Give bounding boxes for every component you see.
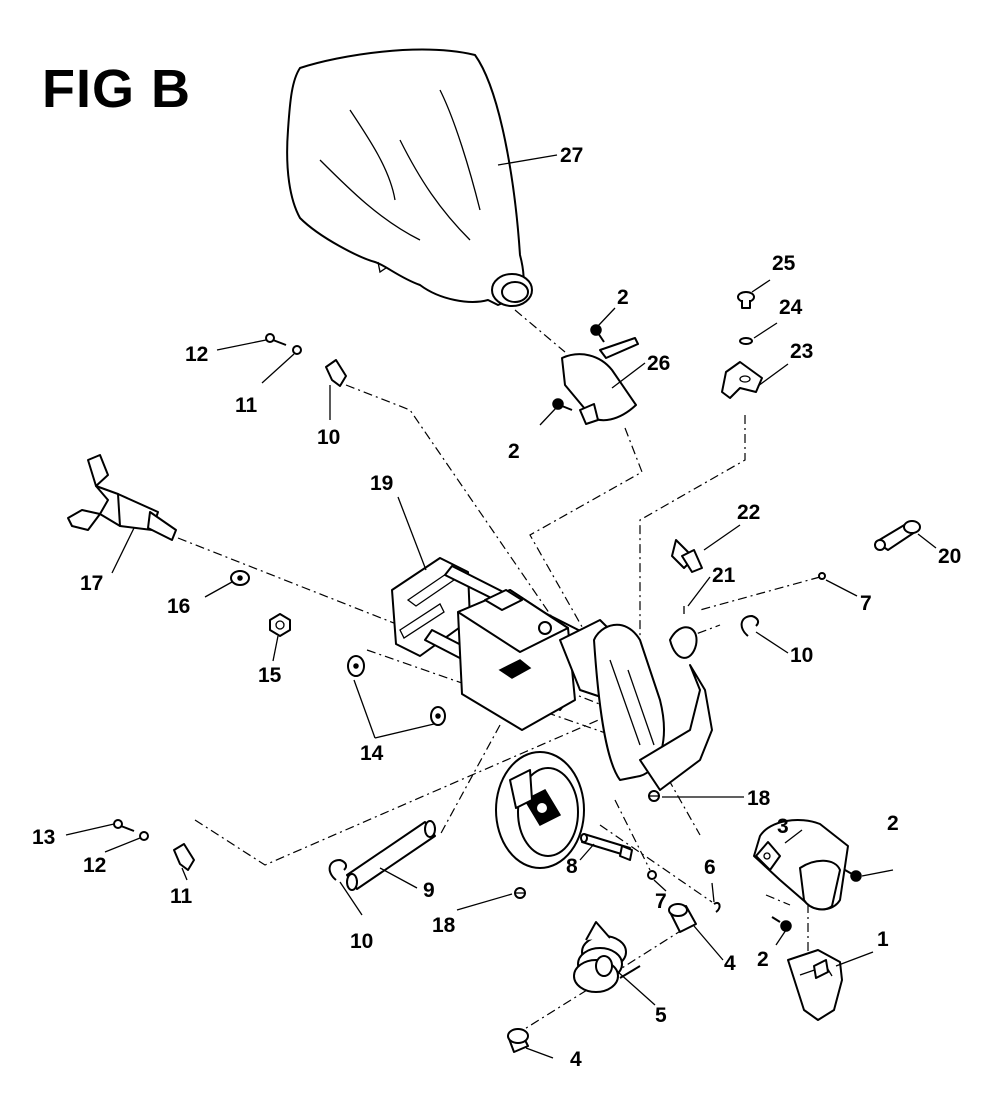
part-12-washer-upper	[292, 345, 302, 355]
callout-17: 17	[80, 572, 103, 595]
callout-18: 18	[747, 787, 771, 810]
part-26-dust-adapter	[561, 337, 639, 425]
part-2-screw-right	[844, 869, 862, 882]
part-3-cover	[753, 819, 849, 911]
part-25-screw	[737, 291, 755, 309]
callout-23: 23	[790, 340, 813, 363]
part-1-lower-bracket	[787, 949, 843, 1021]
callout-1: 1	[877, 928, 889, 951]
part-5-torsion-spring	[573, 921, 641, 993]
callout-2: 2	[617, 286, 629, 309]
callout-16: 16	[167, 595, 190, 618]
part-13-screw-upper	[265, 333, 287, 346]
callout-12: 11	[235, 394, 258, 417]
callout-2: 2	[887, 812, 899, 835]
part-2-screw-top	[590, 324, 605, 343]
part-6-e-clip	[713, 902, 721, 913]
part-22-fitting	[671, 539, 703, 573]
callout-24: 24	[779, 296, 803, 319]
callout-9: 9	[423, 879, 435, 902]
callout-25: 25	[772, 252, 796, 275]
part-13-screw-lower	[113, 819, 135, 832]
callout-15: 15	[258, 664, 282, 687]
part-4-bushing-upper	[668, 903, 697, 933]
part-17-knob	[67, 454, 177, 541]
callout-13: 13	[32, 826, 55, 849]
part-10-clip-right	[740, 615, 760, 637]
part-14-washer-b	[430, 706, 446, 726]
callout-5: 5	[655, 1004, 667, 1027]
part-12-washer-lower	[139, 831, 149, 841]
figure-title: FIG B	[42, 59, 191, 119]
callout-26: 26	[647, 352, 670, 375]
part-19-carriage-assembly	[391, 557, 713, 869]
part-7-washer-lower	[647, 870, 657, 880]
part-7-washer-right	[818, 572, 826, 580]
part-4-bushing-lower	[507, 1028, 529, 1053]
leader-lines	[65, 154, 937, 1059]
callout-4: 4	[724, 952, 736, 975]
part-20-bolt	[874, 520, 921, 551]
callout-10: 10	[790, 644, 813, 667]
part-11-pivot-pin-upper	[325, 359, 347, 387]
callout-20: 20	[938, 545, 961, 568]
part-2-screw-lower	[771, 916, 792, 932]
callout-22: 22	[737, 501, 760, 524]
callout-2: 2	[508, 440, 520, 463]
part-14-washer-a	[347, 655, 365, 677]
callout-4: 4	[570, 1048, 582, 1071]
callout-21: 21	[712, 564, 736, 587]
callout-27: 27	[560, 144, 583, 167]
callout-3: 3	[777, 815, 789, 838]
callout-7: 7	[655, 890, 667, 913]
callout-8: 8	[566, 855, 578, 878]
part-10-clip-left	[328, 859, 348, 881]
callout-6: 6	[704, 856, 716, 879]
part-23-bracket	[721, 361, 763, 399]
part-8-pin	[580, 833, 633, 861]
callout-2: 2	[757, 948, 769, 971]
callout-19: 19	[370, 472, 393, 495]
callout-11: 11	[170, 885, 193, 908]
part-18-plug-lower	[514, 887, 526, 899]
part-11-pivot-pin-lower	[173, 843, 195, 871]
callout-14: 14	[360, 742, 384, 765]
part-18-plug-upper	[648, 790, 660, 802]
callout-labels: 27 2 26 2 25 24 23 22 21 20 7 10 12 11 1…	[32, 144, 961, 1071]
callout-10: 10	[350, 930, 373, 953]
part-9-shaft	[346, 820, 436, 891]
part-15-nut	[269, 613, 291, 637]
callout-13: 12	[185, 343, 208, 366]
callout-7: 7	[860, 592, 872, 615]
part-27-dust-bag	[286, 48, 533, 307]
part-2-screw-mid	[552, 398, 573, 411]
callout-11: 10	[317, 426, 340, 449]
callout-18: 18	[432, 914, 456, 937]
part-24-washer	[739, 337, 753, 345]
part-16-washer	[230, 570, 250, 586]
callout-12: 12	[83, 854, 106, 877]
